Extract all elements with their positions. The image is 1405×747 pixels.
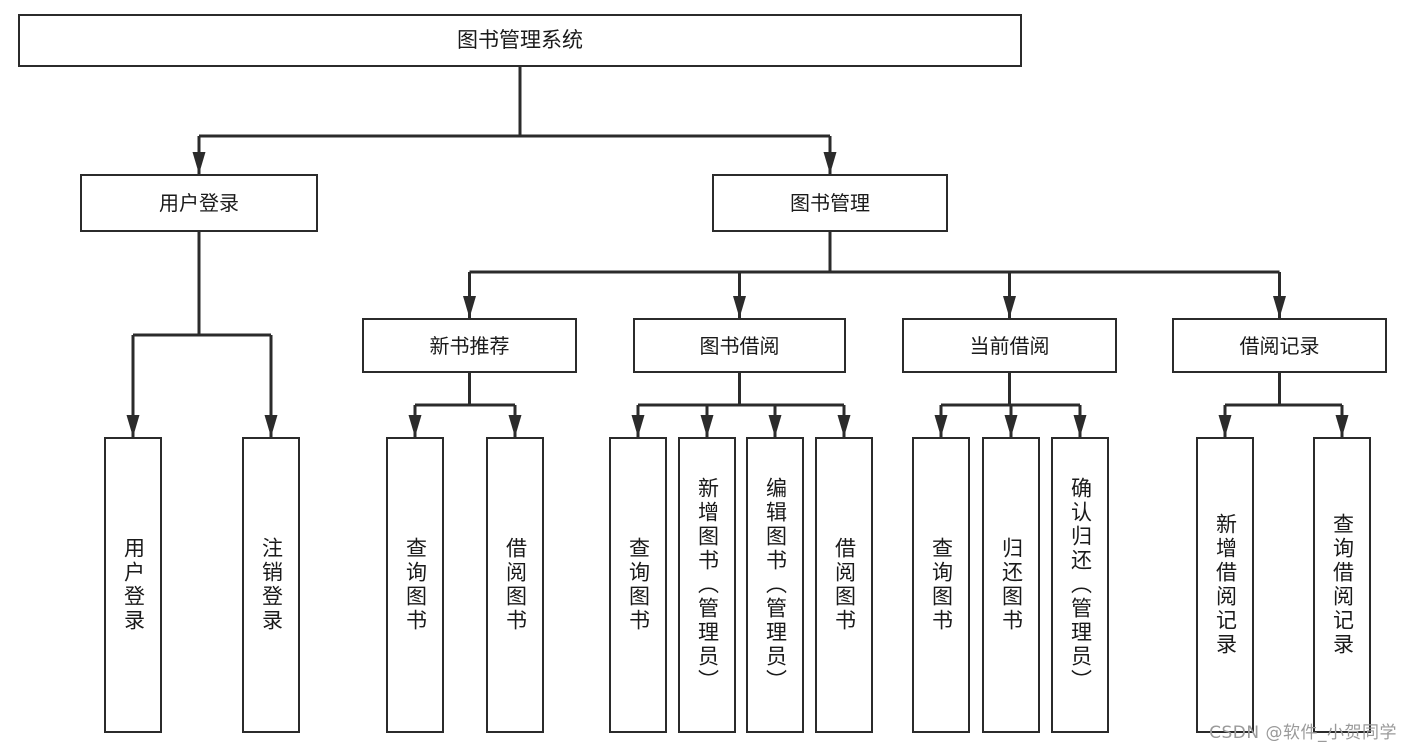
- arrowhead-book-borrow: [733, 296, 746, 318]
- node-label-leaf-rec-add: 新增借阅记录: [1213, 513, 1238, 657]
- arrowhead-book-manage: [823, 152, 837, 174]
- node-leaf-rec-add[interactable]: 新增借阅记录: [1196, 437, 1254, 733]
- arrowhead-leaf-rec-query: [408, 415, 422, 437]
- node-leaf-bor-edit[interactable]: 编辑图书（管理员）: [746, 437, 804, 733]
- node-label-user-login: 用户登录: [159, 191, 239, 215]
- node-label-leaf-user-logout: 注销登录: [259, 537, 284, 633]
- node-root[interactable]: 图书管理系统: [18, 14, 1022, 67]
- node-leaf-rec-borrow[interactable]: 借阅图书: [486, 437, 544, 733]
- node-label-leaf-rec-search: 查询借阅记录: [1330, 513, 1355, 657]
- node-leaf-user-logout[interactable]: 注销登录: [242, 437, 300, 733]
- arrowhead-leaf-bor-edit: [768, 415, 782, 437]
- node-leaf-user-login[interactable]: 用户登录: [104, 437, 162, 733]
- node-user-login[interactable]: 用户登录: [80, 174, 318, 232]
- node-label-leaf-rec-borrow: 借阅图书: [503, 537, 528, 633]
- node-label-leaf-bor-edit: 编辑图书（管理员）: [763, 477, 788, 693]
- node-leaf-rec-search[interactable]: 查询借阅记录: [1313, 437, 1371, 733]
- node-label-leaf-bor-query: 查询图书: [626, 537, 651, 633]
- arrowhead-leaf-rec-search: [1335, 415, 1349, 437]
- arrowhead-leaf-bor-query: [631, 415, 645, 437]
- node-new-book-rec[interactable]: 新书推荐: [362, 318, 577, 373]
- node-label-leaf-cur-return: 归还图书: [999, 537, 1024, 633]
- arrowhead-leaf-cur-query: [934, 415, 948, 437]
- arrowhead-leaf-cur-confirm: [1073, 415, 1087, 437]
- node-label-leaf-bor-add: 新增图书（管理员）: [695, 477, 720, 693]
- node-borrow-record[interactable]: 借阅记录: [1172, 318, 1387, 373]
- node-book-borrow[interactable]: 图书借阅: [633, 318, 846, 373]
- node-label-new-book-rec: 新书推荐: [429, 333, 510, 358]
- node-leaf-bor-lend[interactable]: 借阅图书: [815, 437, 873, 733]
- arrowhead-current-borrow: [1003, 296, 1016, 318]
- node-leaf-bor-query[interactable]: 查询图书: [609, 437, 667, 733]
- arrowhead-user-login: [192, 152, 206, 174]
- arrowhead-leaf-user-login: [126, 415, 140, 437]
- arrowhead-borrow-record: [1273, 296, 1286, 318]
- node-leaf-cur-query[interactable]: 查询图书: [912, 437, 970, 733]
- node-book-manage[interactable]: 图书管理: [712, 174, 948, 232]
- node-label-leaf-rec-query: 查询图书: [403, 537, 428, 633]
- node-label-current-borrow: 当前借阅: [969, 333, 1050, 358]
- node-leaf-bor-add[interactable]: 新增图书（管理员）: [678, 437, 736, 733]
- arrowhead-leaf-cur-return: [1004, 415, 1018, 437]
- node-label-borrow-record: 借阅记录: [1239, 333, 1320, 358]
- arrowhead-leaf-user-logout: [264, 415, 278, 437]
- arrowhead-leaf-bor-lend: [837, 415, 851, 437]
- node-leaf-cur-return[interactable]: 归还图书: [982, 437, 1040, 733]
- node-label-leaf-bor-lend: 借阅图书: [832, 537, 857, 633]
- node-label-book-borrow: 图书借阅: [699, 333, 780, 358]
- node-leaf-cur-confirm[interactable]: 确认归还（管理员）: [1051, 437, 1109, 733]
- node-leaf-rec-query[interactable]: 查询图书: [386, 437, 444, 733]
- arrowhead-leaf-rec-borrow: [508, 415, 522, 437]
- node-label-book-manage: 图书管理: [790, 191, 870, 215]
- node-label-root: 图书管理系统: [457, 28, 583, 52]
- node-label-leaf-cur-confirm: 确认归还（管理员）: [1068, 477, 1093, 693]
- node-label-leaf-cur-query: 查询图书: [929, 537, 954, 633]
- arrowhead-leaf-rec-add: [1218, 415, 1232, 437]
- node-current-borrow[interactable]: 当前借阅: [902, 318, 1117, 373]
- arrowhead-leaf-bor-add: [700, 415, 714, 437]
- arrowhead-new-book-rec: [463, 296, 476, 318]
- node-label-leaf-user-login: 用户登录: [121, 537, 146, 633]
